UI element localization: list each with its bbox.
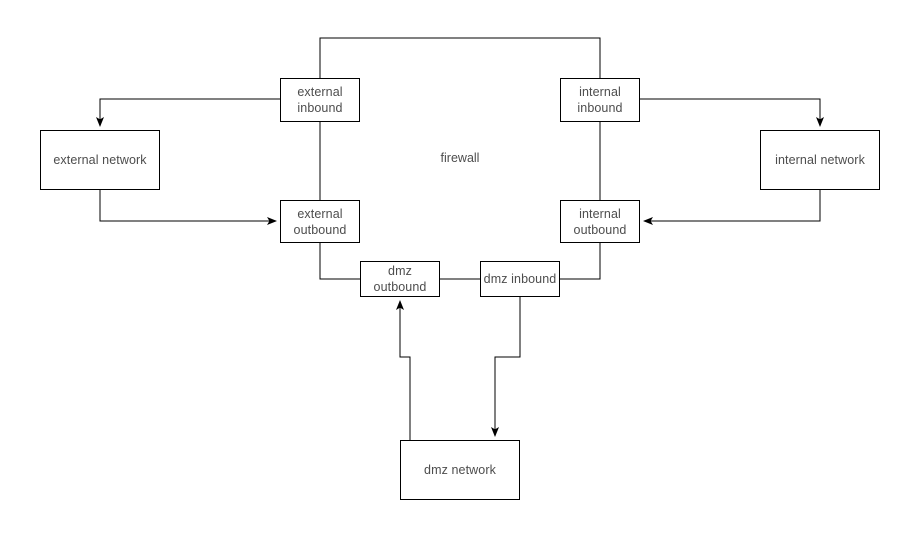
node-internal-network[interactable]: internal network xyxy=(760,130,880,190)
edge-external-inbound-to-external-network xyxy=(96,98,280,127)
node-external-inbound[interactable]: external inbound xyxy=(280,78,360,122)
edge-external-outbound-to-dmz-outbound xyxy=(319,243,360,280)
node-external-network[interactable]: external network xyxy=(40,130,160,190)
node-dmz-outbound[interactable]: dmz outbound xyxy=(360,261,440,297)
firewall-zone-label: firewall xyxy=(440,151,480,165)
node-dmz-network[interactable]: dmz network xyxy=(400,440,520,500)
edge-external-inbound-to-internal-inbound xyxy=(319,37,601,78)
node-internal-inbound[interactable]: internal inbound xyxy=(560,78,640,122)
edge-dmz-inbound-to-dmz-network xyxy=(491,297,521,437)
edge-dmz-network-to-dmz-outbound xyxy=(396,300,411,440)
node-external-outbound[interactable]: external outbound xyxy=(280,200,360,243)
edge-internal-inbound-to-internal-network xyxy=(640,98,824,127)
node-dmz-inbound[interactable]: dmz inbound xyxy=(480,261,560,297)
edge-internal-network-to-internal-outbound xyxy=(643,190,821,225)
edge-external-network-to-external-outbound xyxy=(99,190,277,225)
edge-dmz-inbound-to-internal-outbound xyxy=(560,243,601,280)
node-internal-outbound[interactable]: internal outbound xyxy=(560,200,640,243)
